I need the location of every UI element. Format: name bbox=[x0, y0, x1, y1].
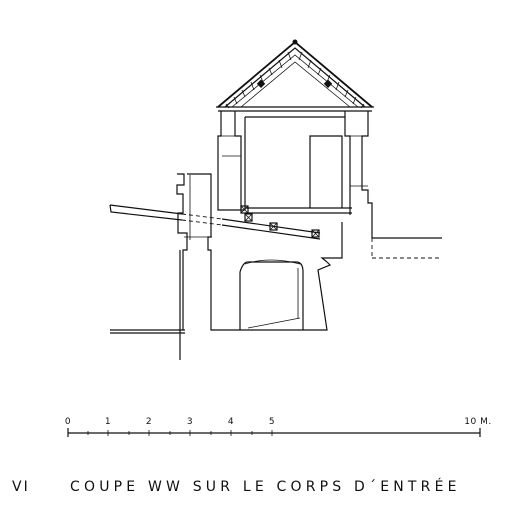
scale-bar bbox=[67, 428, 481, 437]
ground bbox=[110, 238, 442, 360]
finial-icon bbox=[292, 39, 298, 45]
caption-title: COUPE WW SUR LE CORPS D´ENTRÉE bbox=[70, 479, 461, 495]
roof bbox=[216, 39, 374, 112]
crossed-square-icon bbox=[240, 205, 320, 238]
plate-number: VI bbox=[12, 479, 30, 495]
lower-mass bbox=[176, 173, 343, 331]
scale-label-1: 1 bbox=[104, 417, 112, 427]
scale-label-5: 5 bbox=[268, 417, 276, 427]
scale-label-4: 4 bbox=[227, 417, 235, 427]
scale-label-3: 3 bbox=[186, 417, 194, 427]
upper-storey bbox=[217, 111, 442, 239]
scale-label-10m: 10 M. bbox=[464, 417, 492, 427]
scale-label-0: 0 bbox=[64, 417, 72, 427]
beam bbox=[109, 204, 321, 240]
figure-caption: VI COUPE WW SUR LE CORPS D´ENTRÉE bbox=[0, 479, 512, 503]
scale-label-2: 2 bbox=[145, 417, 153, 427]
